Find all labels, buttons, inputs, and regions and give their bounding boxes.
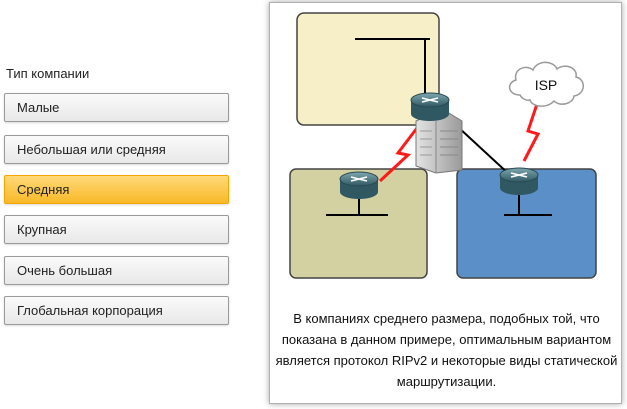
isp-cloud-icon: ISP — [508, 61, 584, 107]
menu-item-medium[interactable]: Средняя — [4, 175, 229, 204]
router-left-icon — [339, 171, 379, 199]
router-hq-icon — [410, 92, 450, 121]
site-left-box — [289, 168, 428, 279]
description-text: В компаниях среднего размера, подобных т… — [275, 311, 618, 389]
network-diagram: ISP — [289, 12, 597, 279]
wan-link-isp — [522, 100, 541, 162]
menu-item-very-large[interactable]: Очень большая — [4, 256, 229, 285]
building-icon — [415, 108, 463, 174]
wan-link-left — [378, 127, 419, 183]
company-type-heading: Тип компании — [6, 66, 90, 81]
menu-item-small-medium[interactable]: Небольшая или средняя — [4, 135, 229, 164]
diagram-panel: ISP В компаниях среднего размера, подобн… — [269, 2, 622, 404]
menu-item-global-corporation[interactable]: Глобальная корпорация — [4, 296, 229, 325]
menu-item-large[interactable]: Крупная — [4, 215, 229, 244]
menu-item-small[interactable]: Малые — [4, 93, 229, 122]
router-right-icon — [499, 167, 539, 195]
isp-label: ISP — [535, 77, 558, 93]
site-top-box — [296, 12, 440, 126]
